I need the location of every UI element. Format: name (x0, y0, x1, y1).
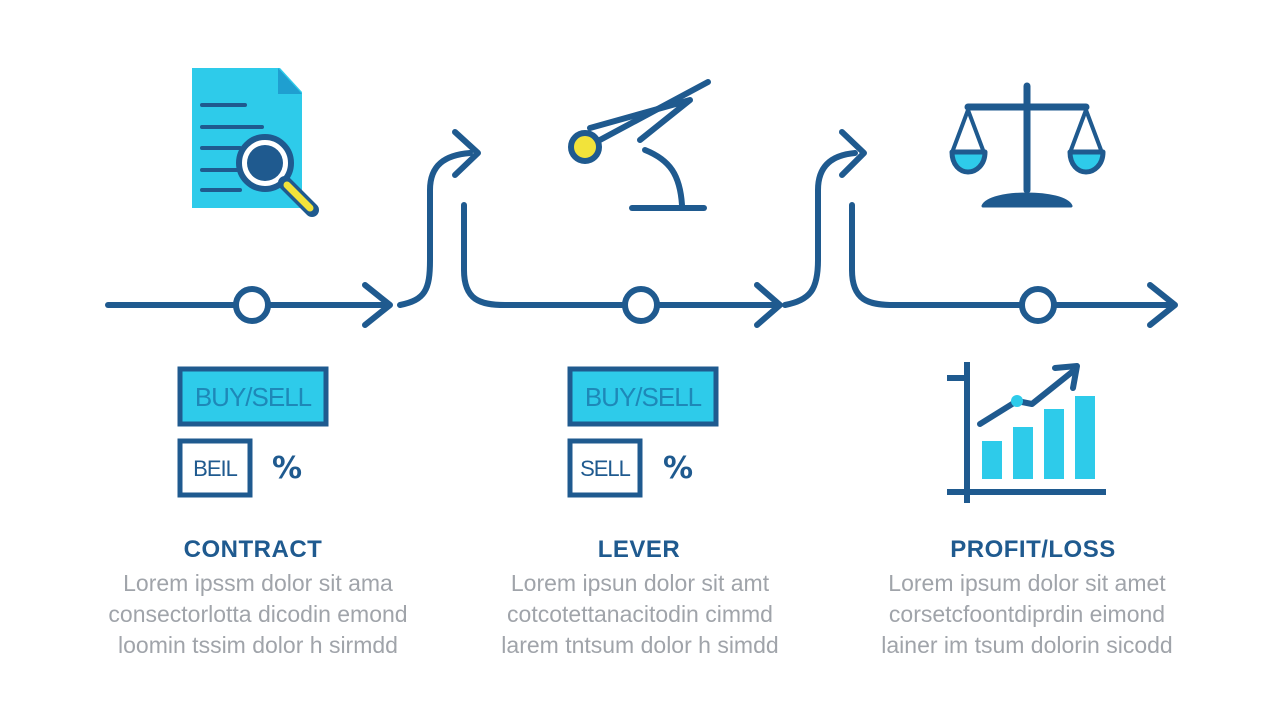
desc-line: lainer im tsum dolorin sicodd (881, 632, 1173, 658)
step-node-3 (1019, 286, 1057, 324)
flow-riser-arrow-1 (452, 129, 481, 178)
balance-scale-icon (949, 82, 1106, 208)
document-search-icon (192, 68, 319, 217)
desc-line: larem tntsum dolor h simdd (501, 632, 779, 658)
step-title-lever: LEVER (597, 536, 681, 563)
flow-arrow-head-2 (754, 282, 783, 328)
flow-path (105, 129, 1178, 328)
flow-riser-1 (397, 150, 473, 308)
desc-line: corsetcfoontdiprdin eimond (888, 601, 1166, 627)
step-node-2 (622, 286, 660, 324)
small-box-label-1: BEIL (193, 456, 237, 481)
flow-arrow-head-3 (1147, 282, 1178, 328)
step-title-contract: CONTRACT (183, 536, 323, 563)
step-desc-lever: Lorem ipsun dolor sit amt cotcotettanaci… (460, 568, 820, 661)
buy-sell-box-2: BUY/SELL (567, 366, 719, 427)
desc-line: loomin tssim dolor h sirmdd (118, 632, 398, 658)
flow-riser-2 (782, 150, 858, 308)
small-box-1: BEIL (177, 438, 253, 498)
desc-line: consectorlotta dicodin emond (108, 601, 408, 627)
flow-drop-1 (461, 202, 778, 308)
step-desc-contract: Lorem ipssm dolor sit ama consectorlotta… (78, 568, 438, 661)
percent-icon-1: % (272, 451, 302, 486)
step-title-profit-loss: PROFIT/LOSS (950, 536, 1116, 563)
flow-drop-2 (849, 202, 1173, 308)
step-node-1 (233, 286, 271, 324)
lever-icon (568, 79, 711, 211)
step-nodes (233, 286, 1057, 324)
percent-icon-2: % (663, 451, 693, 486)
buy-sell-label-1: BUY/SELL (195, 382, 312, 412)
buy-sell-label-2: BUY/SELL (585, 382, 702, 412)
small-box-2: SELL (567, 438, 643, 498)
desc-line: Lorem ipssm dolor sit ama (123, 570, 393, 596)
desc-line: Lorem ipsun dolor sit amt (510, 570, 770, 596)
buy-sell-box-1: BUY/SELL (177, 366, 329, 427)
desc-line: Lorem ipsum dolor sit amet (888, 570, 1166, 596)
flow-riser-arrow-2 (839, 129, 867, 178)
flow-arrow-head-1 (362, 282, 393, 328)
desc-line: cotcotettanacitodin cimmd (507, 601, 773, 627)
step-desc-profit-loss: Lorem ipsum dolor sit amet corsetcfoontd… (847, 568, 1207, 661)
bar-chart-trend-icon (947, 362, 1106, 503)
small-box-label-2: SELL (580, 456, 631, 481)
